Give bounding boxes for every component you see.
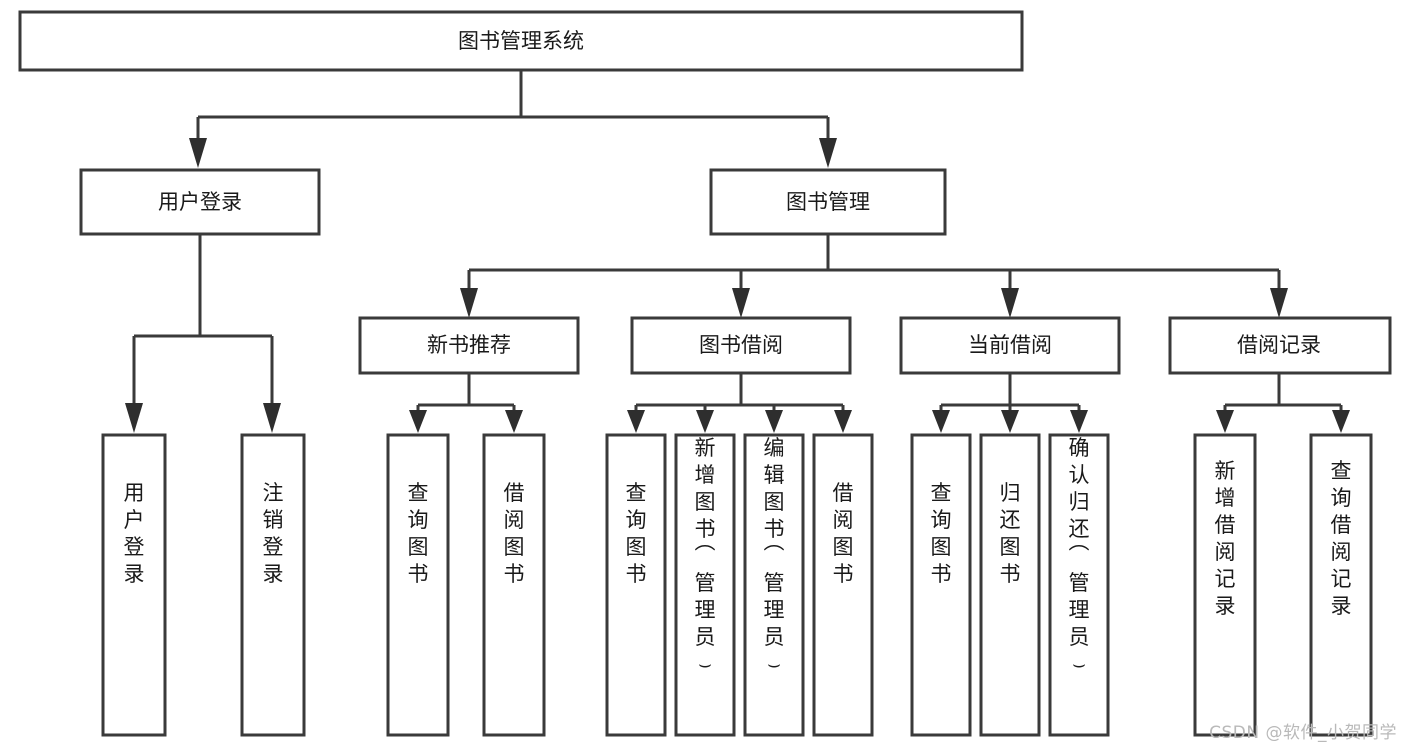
leaf-bb-edit-book[interactable]: 编辑图书⌒管理员⌣: [743, 433, 805, 737]
node-current-borrow-label: 当前借阅: [968, 333, 1052, 357]
node-user-login-box[interactable]: [79, 168, 321, 236]
node-current-borrow[interactable]: 当前借阅: [899, 316, 1121, 375]
leaf-bb-edit-book-label: 编辑图书⌒管理员⌣: [764, 436, 785, 676]
leaf-bb-borrow-book-box[interactable]: [812, 433, 874, 737]
leaf-bb-borrow-book-label: 借阅图书: [833, 481, 854, 586]
node-new-book-recommend-label: 新书推荐: [427, 333, 511, 357]
leaf-bb-edit-book-box[interactable]: [743, 433, 805, 737]
node-borrow-record-box[interactable]: [1168, 316, 1392, 375]
connector-group-user-login: [125, 234, 281, 433]
arrow-to-book-borrow: [732, 288, 750, 318]
leaf-bb-add-book-label: 新增图书⌒管理员⌣: [695, 436, 716, 676]
leaf-user-login[interactable]: 用户登录: [101, 433, 167, 737]
leaf-br-query-record-box[interactable]: [1309, 433, 1373, 737]
node-root[interactable]: 图书管理系统: [18, 10, 1024, 72]
connector-group-book-borrow: [627, 373, 852, 433]
node-root-box[interactable]: [18, 10, 1024, 72]
arrow-to-leaf-cb-confirm: [1070, 410, 1088, 433]
leaf-nbr-query-book-label: 查询图书: [408, 481, 429, 586]
node-book-borrow[interactable]: 图书借阅: [630, 316, 852, 375]
node-new-book-recommend-box[interactable]: [358, 316, 580, 375]
arrow-to-leaf-nbr-borrow: [505, 410, 523, 433]
arrow-to-book-manage: [819, 138, 837, 168]
leaf-bb-query-book[interactable]: 查询图书: [605, 433, 667, 737]
leaf-br-query-record[interactable]: 查询借阅记录: [1309, 433, 1373, 737]
node-user-login[interactable]: 用户登录: [79, 168, 321, 236]
leaf-user-login-label: 用户登录: [124, 481, 145, 586]
arrow-to-new-book-recommend: [460, 288, 478, 318]
arrow-to-leaf-bb-edit: [765, 410, 783, 433]
connector-group-borrow-record: [1216, 373, 1350, 433]
node-new-book-recommend[interactable]: 新书推荐: [358, 316, 580, 375]
leaf-cb-query-book-label: 查询图书: [931, 481, 952, 586]
leaf-bb-add-book[interactable]: 新增图书⌒管理员⌣: [674, 433, 736, 737]
leaf-cb-return-book[interactable]: 归还图书: [979, 433, 1041, 737]
arrow-to-leaf-cb-query: [932, 410, 950, 433]
leaf-cb-confirm-return-box[interactable]: [1048, 433, 1110, 737]
arrow-to-leaf-bb-query: [627, 410, 645, 433]
leaf-bb-add-book-box[interactable]: [674, 433, 736, 737]
leaf-logout[interactable]: 注销登录: [240, 433, 306, 737]
leaf-cb-confirm-return[interactable]: 确认归还⌒管理员⌣: [1048, 433, 1110, 737]
leaf-cb-query-book-box[interactable]: [910, 433, 972, 737]
arrow-to-current-borrow: [1001, 288, 1019, 318]
leaf-nbr-borrow-book-label: 借阅图书: [504, 481, 525, 586]
leaf-nbr-query-book[interactable]: 查询图书: [386, 433, 450, 737]
leaf-br-add-record-box[interactable]: [1193, 433, 1257, 737]
arrow-to-user-login: [189, 138, 207, 168]
node-book-manage-label: 图书管理: [786, 190, 870, 214]
node-book-manage[interactable]: 图书管理: [709, 168, 947, 236]
leaf-br-query-record-label: 查询借阅记录: [1331, 459, 1352, 618]
leaf-br-add-record[interactable]: 新增借阅记录: [1193, 433, 1257, 737]
node-borrow-record-label: 借阅记录: [1237, 333, 1321, 357]
node-current-borrow-box[interactable]: [899, 316, 1121, 375]
node-book-manage-box[interactable]: [709, 168, 947, 236]
leaf-nbr-borrow-book-box[interactable]: [482, 433, 546, 737]
leaf-nbr-borrow-book[interactable]: 借阅图书: [482, 433, 546, 737]
arrow-to-leaf-br-query: [1332, 410, 1350, 433]
leaf-bb-query-book-label: 查询图书: [626, 481, 647, 586]
arrow-to-leaf-br-add: [1216, 410, 1234, 433]
node-user-login-label: 用户登录: [158, 190, 242, 214]
arrow-to-leaf-bb-add: [696, 410, 714, 433]
leaf-user-login-box[interactable]: [101, 433, 167, 737]
leaf-logout-label: 注销登录: [263, 481, 284, 586]
node-borrow-record[interactable]: 借阅记录: [1168, 316, 1392, 375]
arrow-to-borrow-record: [1270, 288, 1288, 318]
leaf-nbr-query-book-box[interactable]: [386, 433, 450, 737]
arrow-to-leaf-nbr-query: [409, 410, 427, 433]
leaf-cb-query-book[interactable]: 查询图书: [910, 433, 972, 737]
connector-group-root: [189, 70, 837, 168]
node-root-label: 图书管理系统: [458, 29, 584, 53]
arrow-to-leaf-bb-borrow: [834, 410, 852, 433]
connector-group-current-borrow: [932, 373, 1088, 433]
leaf-cb-return-book-label: 归还图书: [1000, 481, 1021, 586]
leaf-bb-borrow-book[interactable]: 借阅图书: [812, 433, 874, 737]
leaf-logout-box[interactable]: [240, 433, 306, 737]
node-book-borrow-label: 图书借阅: [699, 333, 783, 357]
arrow-to-leaf-cb-return: [1001, 410, 1019, 433]
arrow-to-leaf-user-login: [125, 403, 143, 433]
leaf-bb-query-book-box[interactable]: [605, 433, 667, 737]
node-book-borrow-box[interactable]: [630, 316, 852, 375]
arrow-to-leaf-logout: [263, 403, 281, 433]
leaf-cb-return-book-box[interactable]: [979, 433, 1041, 737]
connector-group-new-book-recommend: [409, 373, 523, 433]
leaf-cb-confirm-return-label: 确认归还⌒管理员⌣: [1069, 436, 1090, 676]
connector-group-book-manage: [460, 234, 1288, 318]
leaf-br-add-record-label: 新增借阅记录: [1215, 459, 1236, 618]
